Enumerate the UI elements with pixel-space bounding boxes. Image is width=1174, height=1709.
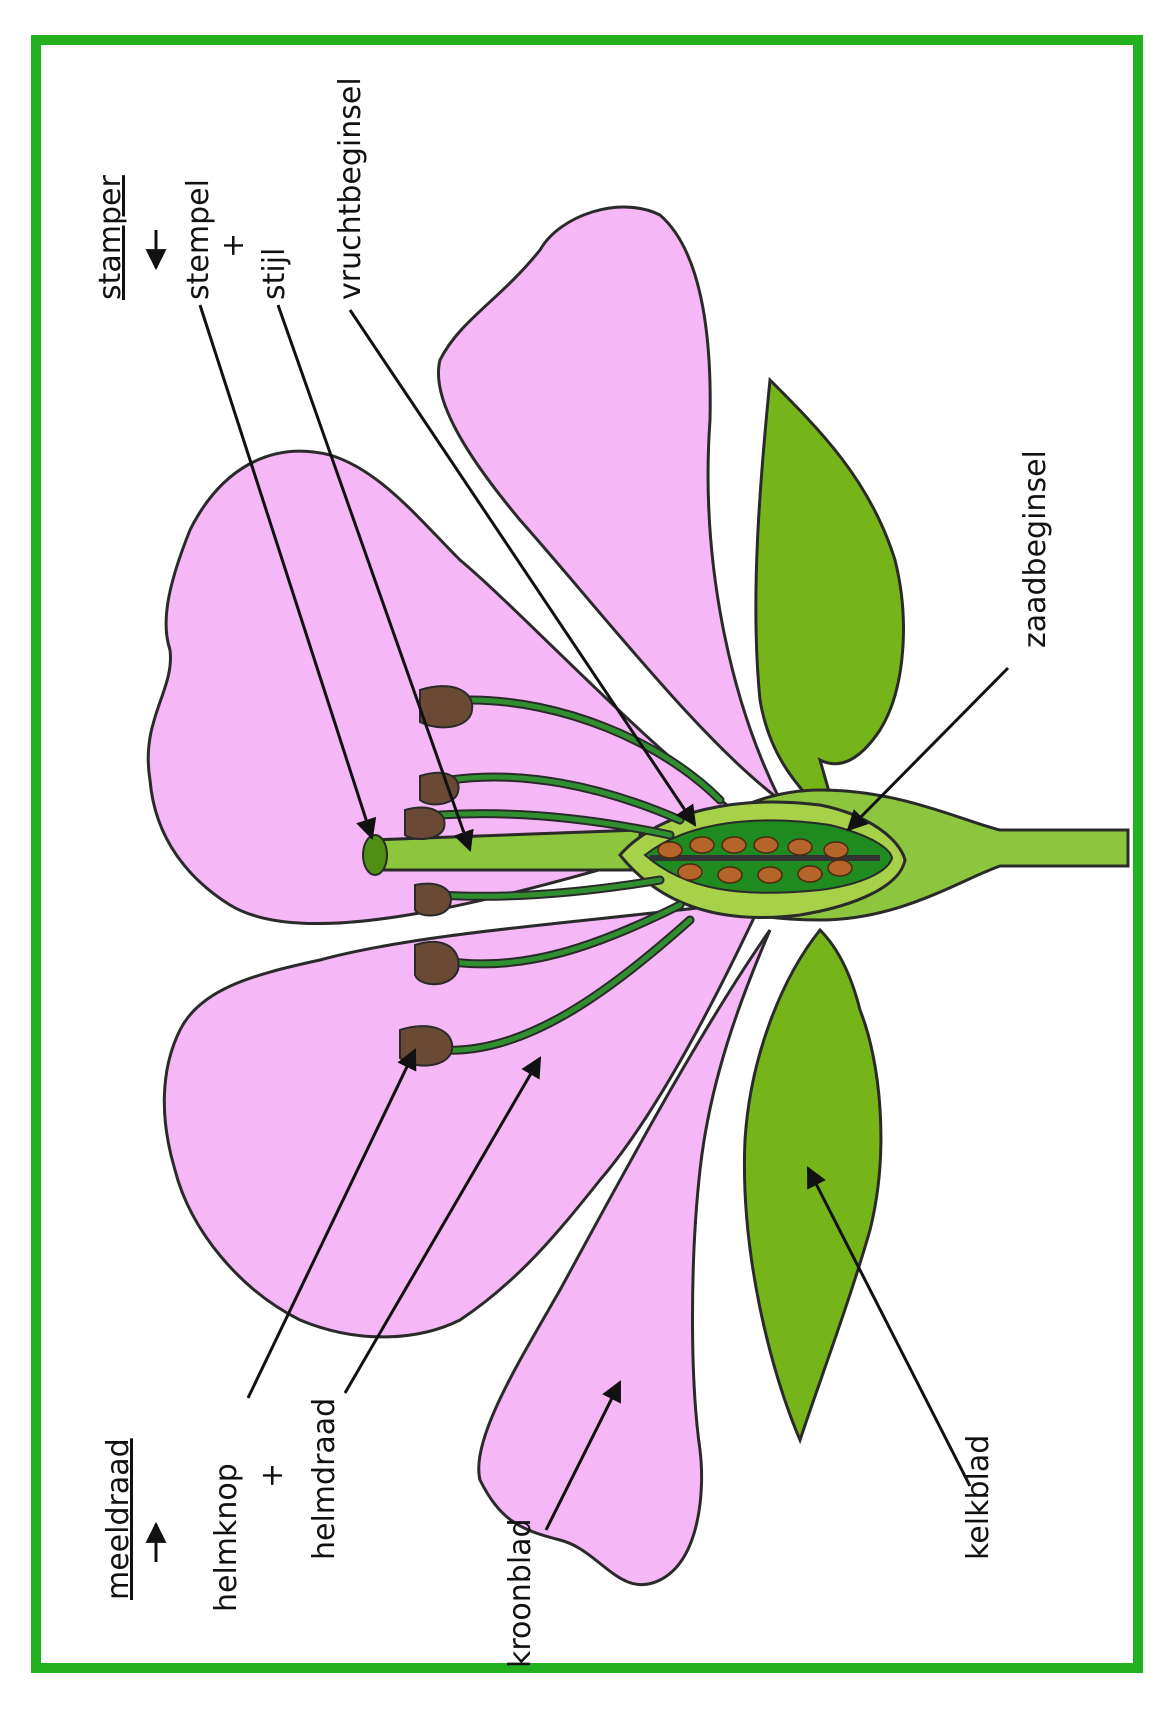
pointer-vruchtbeginsel — [348, 309, 697, 827]
ovule — [689, 836, 715, 854]
ovule — [787, 838, 813, 856]
label-stijl: stijl — [257, 248, 292, 300]
label-stamper: stamper — [93, 175, 128, 301]
pointer-helmdraad — [343, 1056, 542, 1394]
ovule — [717, 866, 743, 884]
pointer-stijl — [276, 304, 474, 852]
petal-upper-right — [437, 205, 782, 802]
anther — [399, 1025, 454, 1067]
green-frame — [31, 35, 1143, 1673]
anther — [419, 685, 474, 729]
sepal-lower — [742, 927, 883, 1445]
label-stempel: stempel — [181, 179, 216, 300]
label-meeldraad: meeldraad — [101, 1438, 136, 1600]
label-kroonblad: kroonblad — [503, 1518, 538, 1668]
label-kelkblad: kelkblad — [961, 1435, 996, 1560]
ovules — [657, 836, 853, 884]
petal-lower — [162, 898, 762, 1339]
ovule — [823, 841, 849, 859]
pointer-helmknop — [246, 1048, 417, 1399]
label-helmknop: helmknop — [209, 1463, 244, 1612]
ovule — [757, 866, 783, 884]
ovule — [753, 836, 779, 854]
anther — [414, 940, 460, 986]
ovule — [827, 859, 853, 877]
label-stamper-plus: + — [216, 233, 251, 258]
pointer-lines — [145, 230, 1010, 1562]
label-helmdraad: helmdraad — [307, 1398, 342, 1560]
pointer-kelkblad — [806, 1166, 972, 1487]
anther — [414, 882, 452, 917]
ovule — [797, 865, 823, 883]
pointer-zaadbeginsel — [846, 666, 1010, 832]
anthers — [399, 685, 474, 1067]
ovule — [677, 863, 703, 881]
label-zaadbeginsel: zaadbeginsel — [1018, 450, 1053, 648]
ovule — [721, 836, 747, 854]
label-vruchtbeginsel: vruchtbeginsel — [333, 77, 368, 300]
petal-lower-right — [477, 929, 772, 1587]
pointer-kroonblad — [544, 1380, 622, 1531]
sepal-upper — [754, 376, 905, 836]
ovule — [657, 841, 683, 859]
pointer-stempel — [198, 304, 377, 840]
label-meeldraad-plus: + — [255, 1463, 290, 1488]
anther — [419, 771, 460, 806]
anther — [404, 806, 446, 841]
stigma — [362, 834, 388, 876]
